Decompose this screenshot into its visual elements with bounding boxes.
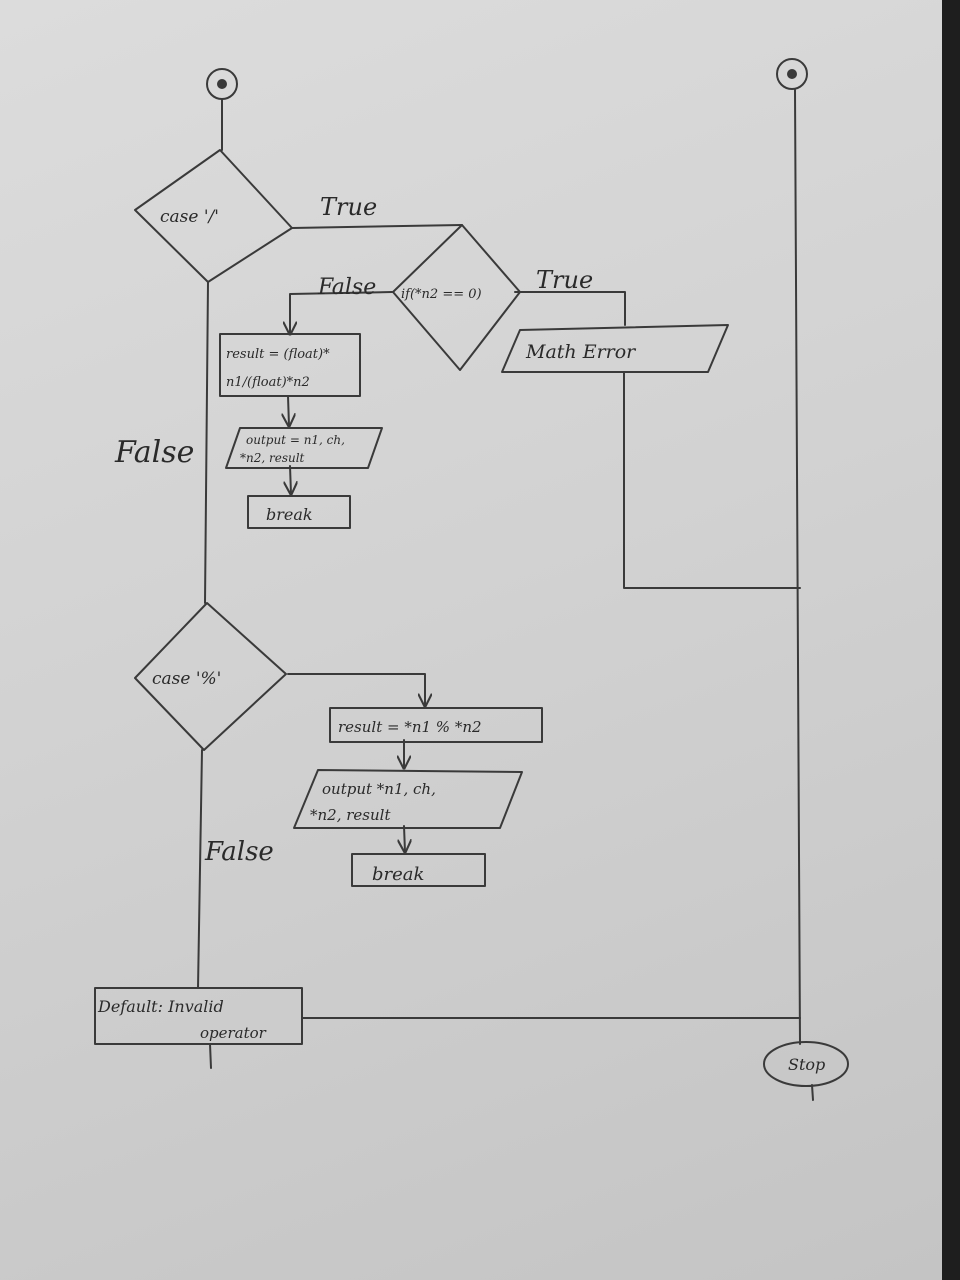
- flow-line: [623, 371, 801, 589]
- terminal-stop: [763, 1041, 849, 1087]
- break-2-text: break: [372, 864, 424, 885]
- right-spine-line: [794, 89, 801, 1045]
- result-div-text-1: result = (float)*: [226, 347, 330, 362]
- case-div-text: case '/': [160, 207, 219, 227]
- start-connector-left: [206, 68, 238, 100]
- io-math-error: [501, 324, 729, 373]
- flow-line: [514, 291, 626, 326]
- math-error-text: Math Error: [525, 341, 637, 363]
- label-false-case-div: False: [114, 435, 194, 470]
- flow-line: [197, 749, 203, 989]
- result-mod-text: result = *n1 % *n2: [338, 718, 482, 736]
- if-zero-text: if(*n2 == 0): [401, 287, 482, 302]
- process-result-div: [219, 333, 361, 397]
- flow-line: [204, 281, 209, 604]
- label-true-if-zero: True: [536, 266, 593, 294]
- flow-line: [209, 1043, 212, 1069]
- output-mod-text-2: *n2, result: [310, 806, 391, 824]
- flow-line: [287, 673, 425, 706]
- start-connector-right: [776, 58, 808, 90]
- stop-text: Stop: [788, 1055, 825, 1074]
- output-div-text-1: output = n1, ch,: [246, 433, 345, 447]
- label-false-if-zero: False: [317, 275, 376, 300]
- default-text-1: Default: Invalid: [97, 997, 224, 1016]
- photo-edge-shadow: [942, 0, 960, 1280]
- label-true-case-div: True: [320, 193, 377, 221]
- process-break-2: [351, 853, 486, 887]
- break-1-text: break: [266, 505, 313, 524]
- output-mod-text-1: output *n1, ch,: [322, 780, 436, 798]
- io-output-mod: [293, 769, 523, 829]
- output-div-text-2: *n2, result: [240, 451, 305, 465]
- process-break-1: [247, 495, 351, 529]
- decision-case-div: [134, 149, 293, 283]
- io-output-div: [225, 427, 383, 469]
- decision-case-mod: [134, 602, 287, 751]
- flow-line: [288, 395, 289, 426]
- flow-line: [290, 465, 291, 494]
- stop-tail-line: [811, 1084, 814, 1101]
- flow-line: [290, 291, 393, 334]
- default-text-2: operator: [200, 1024, 267, 1042]
- process-result-mod: [329, 707, 543, 743]
- flow-line: [404, 825, 405, 852]
- flow-line: [291, 224, 463, 229]
- case-mod-text: case '%': [152, 669, 221, 689]
- process-default: [94, 987, 303, 1045]
- result-div-text-2: n1/(float)*n2: [226, 375, 310, 390]
- label-false-case-mod: False: [204, 837, 274, 867]
- decision-if-zero: [392, 224, 521, 371]
